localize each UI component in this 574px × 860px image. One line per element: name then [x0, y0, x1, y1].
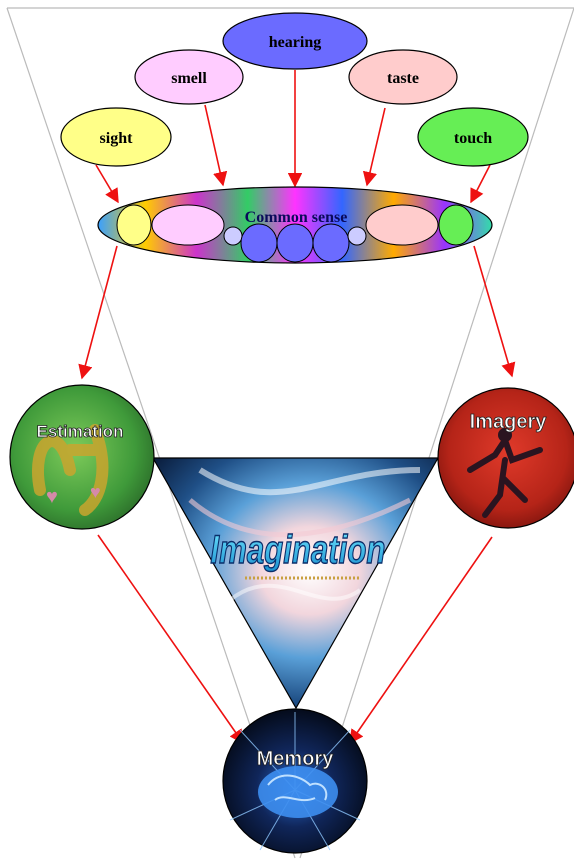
arrow-to-estimation — [78, 245, 118, 380]
sight-node — [116, 204, 152, 246]
heart-icon-2: ♥ — [90, 482, 101, 502]
arrow-smell — [204, 104, 228, 187]
hearing-node-3 — [312, 223, 350, 263]
sense-smell-shape — [134, 49, 244, 105]
touch-node — [438, 204, 474, 246]
estimation-label: Estimation — [37, 422, 124, 441]
sense-sight-shape — [60, 107, 172, 167]
sense-taste-shape — [348, 49, 458, 105]
estimation-doodle — [32, 424, 109, 516]
memory: Memory — [222, 708, 368, 854]
sense-touch-label: touch — [454, 130, 492, 147]
arrow-estimation-to-memory — [97, 534, 244, 745]
sense-hearing-shape — [222, 12, 368, 70]
sense-taste: taste — [348, 49, 458, 105]
small-node-left — [223, 226, 243, 246]
imagery-figure-head — [498, 428, 512, 442]
smell-node — [151, 204, 225, 246]
sense-sight: sight — [60, 107, 172, 167]
brain-icon — [258, 766, 338, 818]
imagery-label: Imagery — [470, 411, 548, 433]
hearing-node-2 — [276, 223, 314, 263]
imagery: Imagery — [437, 387, 574, 529]
hearing-node-1 — [240, 223, 278, 263]
arrow-taste — [362, 107, 386, 187]
sense-sight-label: sight — [100, 130, 134, 147]
sense-hearing-label: hearing — [269, 34, 321, 51]
sense-smell: smell — [134, 49, 244, 105]
swirl-streak-2 — [188, 497, 412, 538]
swirl-streak-3 — [228, 583, 362, 602]
imagination-triangle — [151, 457, 440, 710]
funnel-line-left — [6, 7, 296, 859]
swirl-streak-1 — [198, 467, 421, 496]
common-sense: Common sense — [97, 186, 493, 264]
funnel-line-right — [299, 7, 574, 859]
memory-label: Memory — [257, 748, 335, 770]
estimation: ♥ ♥ Estimation — [9, 384, 155, 530]
sense-touch: touch — [417, 107, 529, 167]
arrow-imagery-to-memory — [349, 536, 493, 745]
sense-taste-label: taste — [387, 70, 419, 87]
arrow-touch — [470, 164, 491, 204]
small-node-right — [347, 226, 367, 246]
sense-touch-shape — [417, 107, 529, 167]
sense-hearing: hearing — [222, 12, 368, 70]
imagination-label: Imagination — [210, 527, 385, 572]
arrow-sight — [95, 164, 119, 204]
estimation-circle — [9, 384, 155, 530]
taste-node — [365, 204, 439, 246]
arrow-to-imagery — [473, 245, 516, 378]
imagination: Imagination — [151, 457, 440, 710]
heart-icon: ♥ — [46, 486, 58, 508]
sense-smell-label: smell — [171, 70, 207, 87]
brain-folds — [267, 774, 328, 802]
common-sense-label: Common sense — [245, 209, 348, 226]
